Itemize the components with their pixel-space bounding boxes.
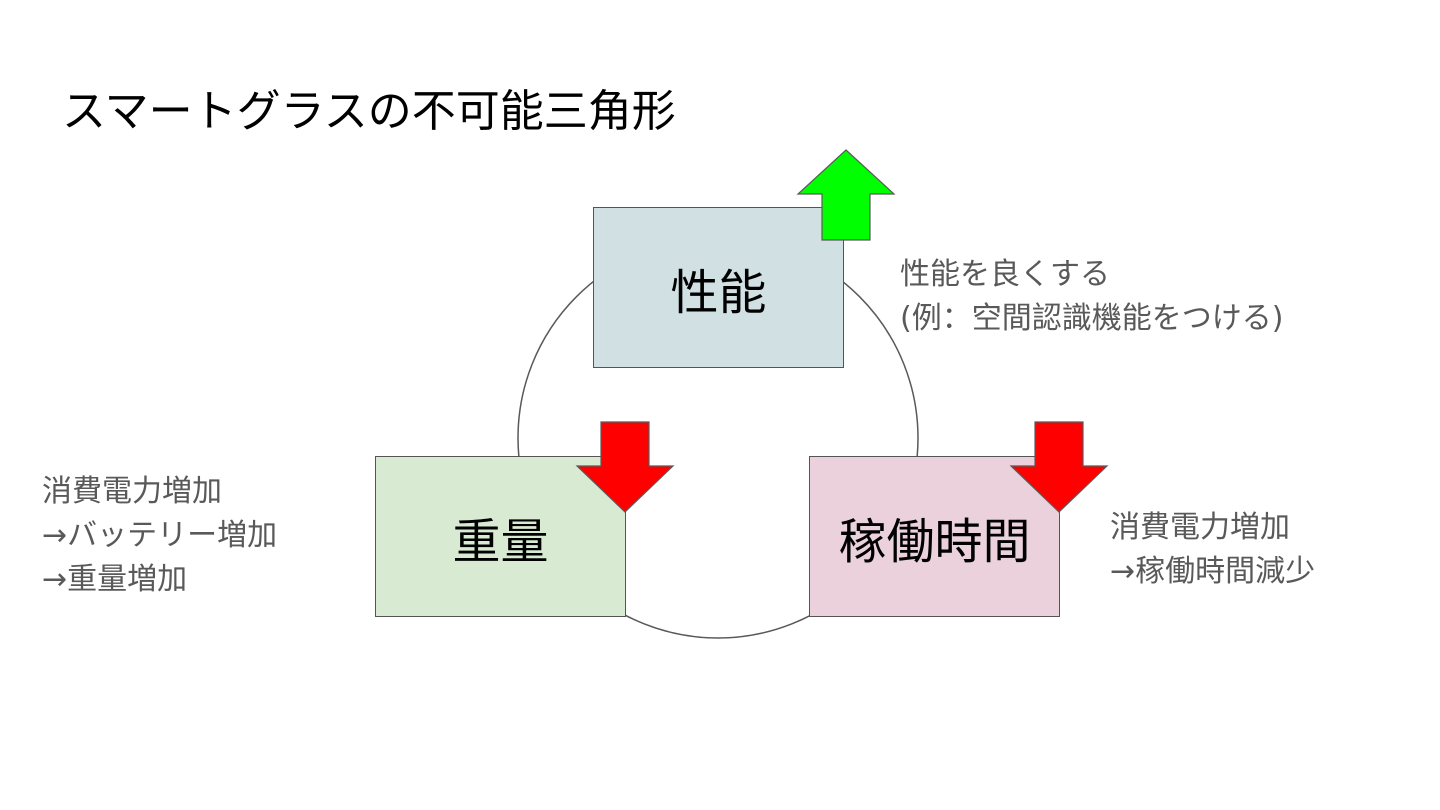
performance-note: 性能を良くする (例：空間認識機能をつける): [900, 253, 1283, 341]
note-line: 消費電力増加: [1110, 510, 1290, 545]
performance-up-arrow-icon: [796, 149, 896, 241]
performance-label: 性能: [670, 264, 767, 321]
note-line: →稼働時間減少: [1110, 554, 1316, 589]
weight-down-arrow-icon: [575, 421, 675, 513]
note-line: →重量増加: [42, 562, 188, 597]
runtime-note: 消費電力増加 →稼働時間減少: [1110, 506, 1315, 594]
note-line: (例：空間認識機能をつける): [900, 301, 1284, 336]
note-line: →バッテリー増加: [42, 518, 278, 553]
note-line: 性能を良くする: [900, 257, 1110, 292]
weight-note: 消費電力増加 →バッテリー増加 →重量増加: [42, 470, 277, 602]
weight-label: 重量: [452, 513, 549, 570]
runtime-label: 稼働時間: [838, 513, 1031, 570]
down-arrow-shape: [1009, 421, 1109, 513]
weight-box: 重量: [375, 456, 626, 617]
note-line: 消費電力増加: [42, 474, 222, 509]
up-arrow-shape: [796, 149, 896, 241]
down-arrow-shape: [575, 421, 675, 513]
performance-box: 性能: [593, 207, 844, 368]
runtime-down-arrow-icon: [1009, 421, 1109, 513]
runtime-box: 稼働時間: [809, 456, 1060, 617]
slide-title: スマートグラスの不可能三角形: [62, 86, 676, 137]
